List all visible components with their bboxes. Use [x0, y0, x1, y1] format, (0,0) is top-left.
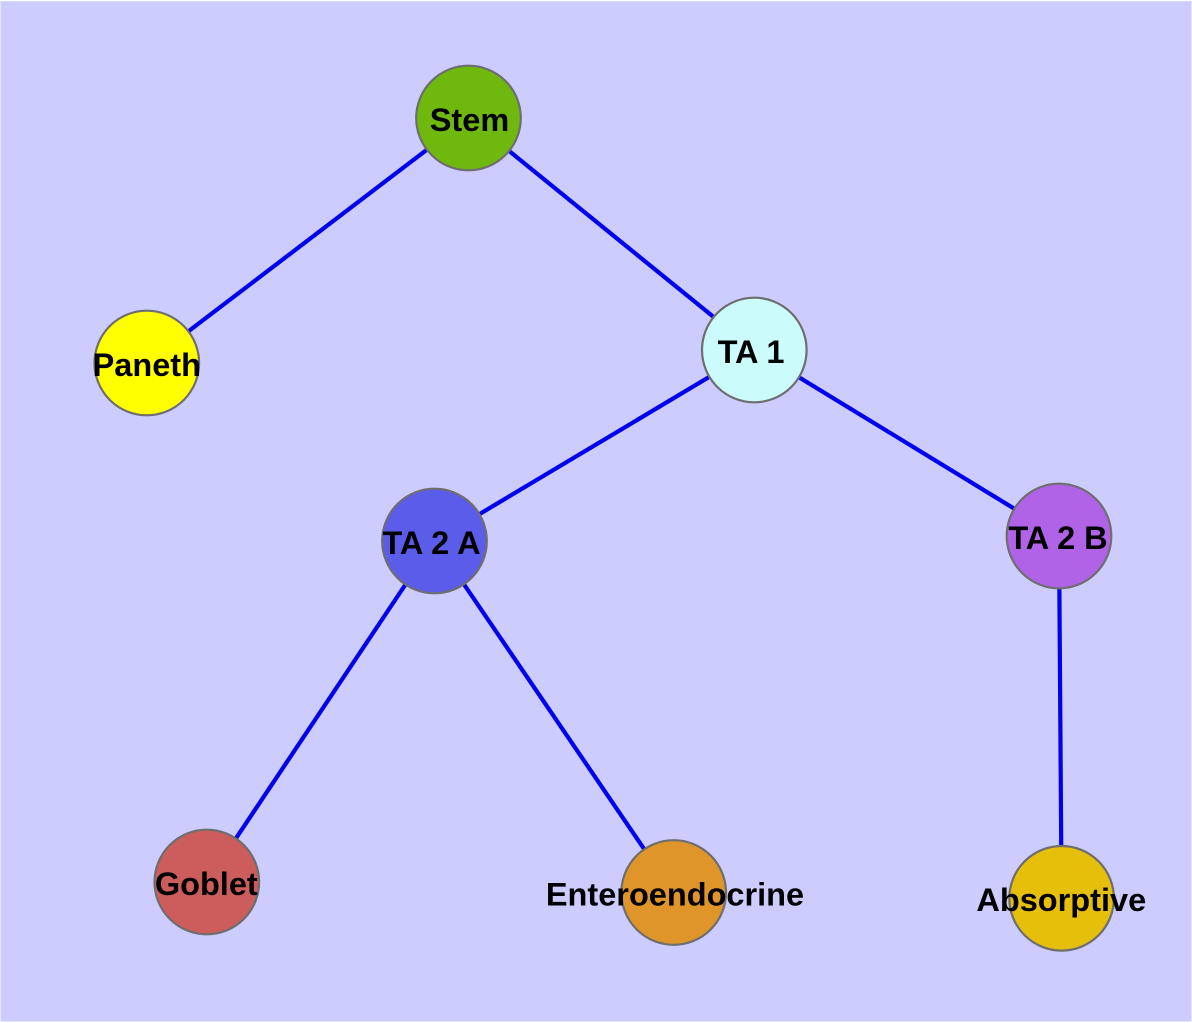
- svg-text:TA 2 A: TA 2 A: [382, 525, 480, 561]
- svg-text:Goblet: Goblet: [155, 866, 258, 902]
- svg-text:Absorptive: Absorptive: [976, 882, 1146, 918]
- svg-text:TA 1: TA 1: [718, 334, 785, 370]
- svg-text:Stem: Stem: [430, 102, 509, 138]
- svg-text:Enteroendocrine: Enteroendocrine: [546, 876, 804, 912]
- svg-text:TA 2 B: TA 2 B: [1008, 520, 1107, 556]
- svg-text:Paneth: Paneth: [93, 347, 201, 383]
